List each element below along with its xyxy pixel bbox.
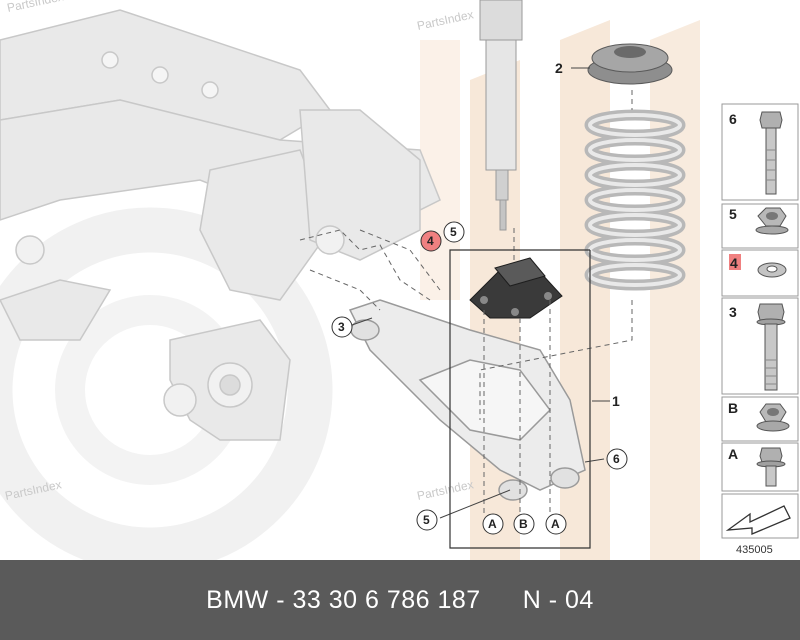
callout-label: 5 <box>450 225 457 239</box>
spring-seat <box>587 43 673 85</box>
callout-label: B <box>519 517 528 531</box>
legend-label: 6 <box>729 111 737 127</box>
callout-6: 6 <box>606 448 628 470</box>
short-bolt-icon <box>756 447 786 487</box>
callout-4: 4 <box>420 230 442 252</box>
parts-diagram: PartsIndex PartsIndex PartsIndex PartsIn… <box>0 0 799 560</box>
view-arrow-icon <box>725 505 791 535</box>
callout-5-top: 5 <box>443 221 465 243</box>
leader-lines <box>299 90 633 515</box>
callout-label: 6 <box>613 452 620 466</box>
shock-absorber <box>479 0 523 231</box>
assembly-frame <box>449 249 591 549</box>
callout-label: A <box>488 517 497 531</box>
hardware-legend: 6 5 4 3 B <box>721 103 799 556</box>
callout-leaders <box>351 67 610 519</box>
callout-5-bottom: 5 <box>416 509 438 531</box>
legend-highlight <box>729 254 741 270</box>
legend-label: A <box>728 446 738 462</box>
callout-label: 5 <box>423 513 430 527</box>
legend-label: 3 <box>729 304 737 320</box>
washer-icon <box>757 262 787 278</box>
legend-label: 4 <box>730 255 738 271</box>
callout-label: A <box>551 517 560 531</box>
variant-code: N - 04 <box>522 585 594 614</box>
part-number-bar: BMW - 33 30 6 786 187 N - 04 <box>0 560 800 640</box>
legend-label: B <box>728 400 738 416</box>
callout-2: 2 <box>555 60 563 76</box>
callout-a-right: A <box>545 513 567 535</box>
damper-mount <box>469 257 563 319</box>
control-arm <box>348 299 586 501</box>
hex-nut-icon <box>755 207 789 235</box>
callout-label: 1 <box>612 393 620 409</box>
part-number: BMW - 33 30 6 786 187 <box>206 585 481 614</box>
subframe-drawing <box>0 9 441 441</box>
callout-b: B <box>513 513 535 535</box>
legend-label: 5 <box>729 206 737 222</box>
long-bolt-icon <box>759 111 783 195</box>
callout-a-left: A <box>482 513 504 535</box>
callout-3: 3 <box>331 316 353 338</box>
watermark: PartsIndex <box>416 477 475 503</box>
shoulder-bolt-icon <box>756 303 786 391</box>
callout-1: 1 <box>612 393 620 409</box>
callout-label: 4 <box>427 234 434 248</box>
watermark: PartsIndex <box>416 7 475 33</box>
callout-label: 3 <box>338 320 345 334</box>
diagram-number: 435005 <box>736 544 773 556</box>
callout-label: 2 <box>555 60 563 76</box>
watermark: PartsIndex <box>6 0 65 15</box>
flange-nut-icon <box>756 403 790 432</box>
